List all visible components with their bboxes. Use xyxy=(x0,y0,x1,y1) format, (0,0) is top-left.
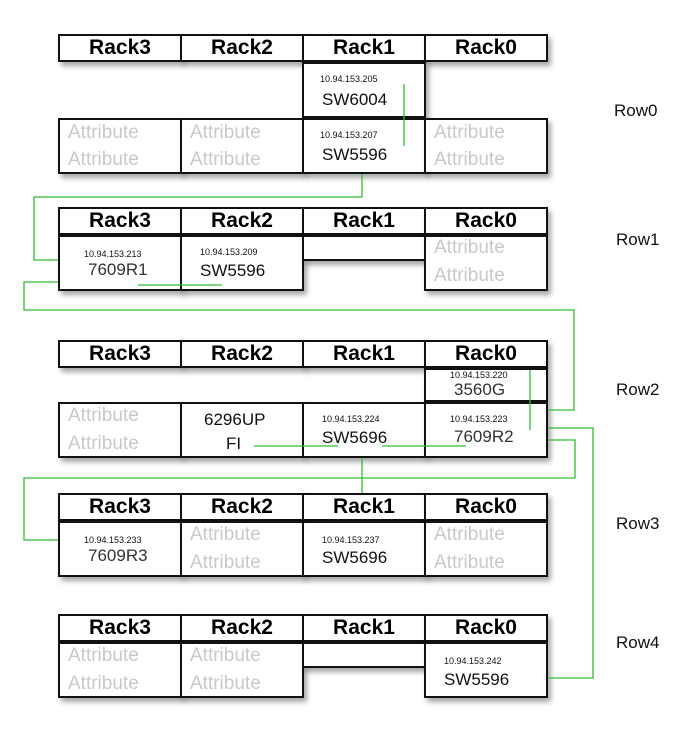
attribute-placeholder: Attribute xyxy=(434,237,505,258)
ip-address: 10.94.153.233 xyxy=(84,535,142,545)
row1-rack1-slot xyxy=(302,235,426,261)
row1-rack2-header: Rack2 xyxy=(180,207,304,235)
row4-rack1-slot xyxy=(302,642,426,668)
ip-address: 10.94.153.242 xyxy=(444,656,502,666)
row3-rack1-header: Rack1 xyxy=(302,493,426,521)
row0-rack1-header: Rack1 xyxy=(302,34,426,62)
row0-rack0-slot: Attribute Attribute xyxy=(424,118,548,174)
row3-rack0-slot: Attribute Attribute xyxy=(424,521,548,577)
device-name: 3560G xyxy=(454,380,506,399)
row3-rack3-device[interactable]: 10.94.153.233 7609R3 xyxy=(58,521,182,577)
link-7609r2-7609r3 xyxy=(23,439,576,541)
link-7609r2-sw5596 xyxy=(548,427,594,679)
row3-rack3-header: Rack3 xyxy=(58,493,182,521)
row1-rack0-header: Rack0 xyxy=(424,207,548,235)
device-name: 7609R2 xyxy=(454,427,514,446)
device-name: SW5696 xyxy=(322,548,388,567)
attribute-placeholder: Attribute xyxy=(190,552,261,573)
row3-rack2-slot: Attribute Attribute xyxy=(180,521,304,577)
row2-rack0-top-device[interactable]: 10.94.153.220 3560G xyxy=(424,368,548,402)
row2-rack2-header: Rack2 xyxy=(180,340,304,368)
row0-rack1-device[interactable]: 10.94.153.207 SW5596 xyxy=(302,118,426,174)
row-label-row4: Row4 xyxy=(616,633,660,652)
row0-rack3-slot: Attribute Attribute xyxy=(58,118,182,174)
device-name: SW5596 xyxy=(444,670,510,689)
row2-rack3-slot: Attribute Attribute xyxy=(58,402,182,458)
row3-rack0-header: Rack0 xyxy=(424,493,548,521)
link-7609r1-7609r2 xyxy=(23,281,575,411)
device-name: 7609R3 xyxy=(88,546,148,565)
row4-rack3-header: Rack3 xyxy=(58,614,182,642)
link-sw5596-7609r1 xyxy=(33,174,363,261)
ip-address: 10.94.153.213 xyxy=(84,249,142,259)
attribute-placeholder: Attribute xyxy=(190,149,261,170)
row4-rack0-header: Rack0 xyxy=(424,614,548,642)
row-label-row2: Row2 xyxy=(616,380,660,399)
ip-address: 10.94.153.223 xyxy=(450,414,508,424)
row4-rack1-header: Rack1 xyxy=(302,614,426,642)
attribute-placeholder: Attribute xyxy=(190,524,261,545)
row2-rack0-header: Rack0 xyxy=(424,340,548,368)
row0-rack2-slot: Attribute Attribute xyxy=(180,118,304,174)
ip-address: 10.94.153.237 xyxy=(322,535,380,545)
attribute-placeholder: Attribute xyxy=(434,265,505,286)
attribute-placeholder: Attribute xyxy=(434,524,505,545)
row-label-row0: Row0 xyxy=(614,101,658,120)
device-subname: FI xyxy=(226,434,242,453)
attribute-placeholder: Attribute xyxy=(68,122,139,143)
row2-rack3-header: Rack3 xyxy=(58,340,182,368)
attribute-placeholder: Attribute xyxy=(68,405,139,426)
attribute-placeholder: Attribute xyxy=(434,122,505,143)
row4-rack0-device[interactable]: 10.94.153.242 SW5596 xyxy=(424,642,548,698)
ip-address: 10.94.153.209 xyxy=(200,247,258,257)
row0-rack2-header: Rack2 xyxy=(180,34,304,62)
row0-rack0-header: Rack0 xyxy=(424,34,548,62)
row4-rack3-slot: Attribute Attribute xyxy=(58,642,182,698)
attribute-placeholder: Attribute xyxy=(190,645,261,666)
row3-rack2-header: Rack2 xyxy=(180,493,304,521)
ip-address: 10.94.153.220 xyxy=(450,370,508,380)
device-name: SW6004 xyxy=(322,90,388,109)
device-name: 7609R1 xyxy=(88,260,148,279)
attribute-placeholder: Attribute xyxy=(68,433,139,454)
row0-rack1-top-device[interactable]: 10.94.153.205 SW6004 xyxy=(302,62,426,118)
attribute-placeholder: Attribute xyxy=(68,645,139,666)
device-name: 6296UP xyxy=(204,410,266,429)
attribute-placeholder: Attribute xyxy=(434,552,505,573)
device-name: SW5596 xyxy=(322,145,388,164)
ip-address: 10.94.153.207 xyxy=(320,130,378,140)
row-label-row3: Row3 xyxy=(616,514,660,533)
attribute-placeholder: Attribute xyxy=(190,673,261,694)
row2-rack0-device[interactable]: 10.94.153.223 7609R2 xyxy=(424,402,548,458)
attribute-placeholder: Attribute xyxy=(434,149,505,170)
row4-rack2-slot: Attribute Attribute xyxy=(180,642,304,698)
attribute-placeholder: Attribute xyxy=(68,673,139,694)
ip-address: 10.94.153.224 xyxy=(322,414,380,424)
row1-rack0-slot: Attribute Attribute xyxy=(424,235,548,291)
row2-rack1-device[interactable]: 10.94.153.224 SW5696 xyxy=(302,402,426,458)
attribute-placeholder: Attribute xyxy=(190,122,261,143)
row0-rack3-header: Rack3 xyxy=(58,34,182,62)
device-name: SW5696 xyxy=(322,428,388,447)
row2-rack1-header: Rack1 xyxy=(302,340,426,368)
ip-address: 10.94.153.205 xyxy=(320,74,378,84)
row4-rack2-header: Rack2 xyxy=(180,614,304,642)
row-label-row1: Row1 xyxy=(616,230,660,249)
attribute-placeholder: Attribute xyxy=(68,149,139,170)
device-name: SW5596 xyxy=(200,261,266,280)
row1-rack2-device[interactable]: 10.94.153.209 SW5596 xyxy=(180,235,304,291)
